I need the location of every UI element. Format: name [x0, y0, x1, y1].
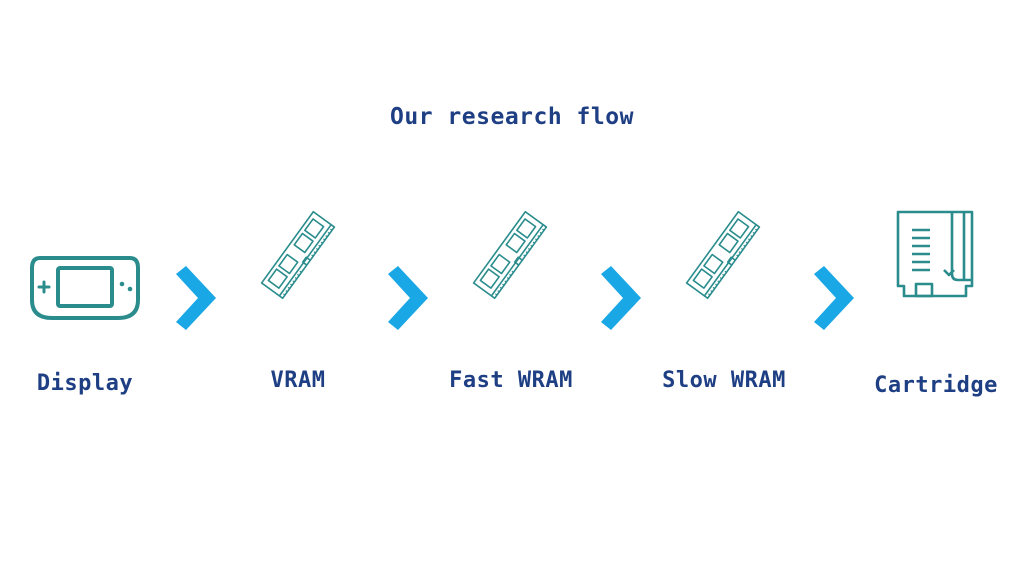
step-label-cartridge: Cartridge [874, 373, 998, 398]
chevron-right-icon [388, 266, 428, 330]
step-label-slow-wram: Slow WRAM [662, 368, 786, 393]
step-label-display: Display [36, 371, 134, 396]
handheld-console-icon [30, 256, 140, 320]
ram-module-icon [472, 210, 548, 300]
game-cartridge-icon [896, 210, 974, 298]
chevron-right-icon [176, 266, 216, 330]
ram-module-icon [260, 210, 336, 300]
step-label-fast-wram: Fast WRAM [449, 368, 573, 393]
diagram-title: Our research flow [390, 104, 634, 130]
ram-module-icon [685, 210, 761, 300]
chevron-right-icon [814, 266, 854, 330]
chevron-right-icon [601, 266, 641, 330]
step-label-vram: VRAM [270, 368, 326, 393]
